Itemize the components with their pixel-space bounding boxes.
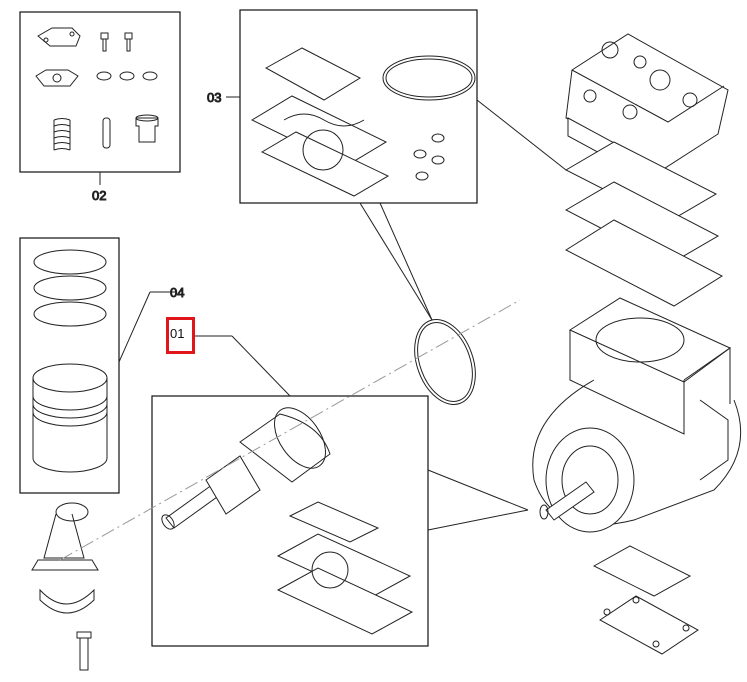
loose-o-ring[interactable] xyxy=(404,311,487,413)
kit-01-box[interactable] xyxy=(151,395,429,647)
callout-01-highlight-box[interactable] xyxy=(166,317,195,354)
leader-lines xyxy=(59,96,567,561)
cylinder-head-assembly[interactable] xyxy=(564,33,729,307)
callout-03[interactable]: 03 xyxy=(207,90,222,106)
callout-04[interactable]: 04 xyxy=(170,285,185,301)
kit-04-box[interactable] xyxy=(19,237,120,494)
compressor-body[interactable] xyxy=(532,297,742,655)
connecting-rod[interactable] xyxy=(31,502,99,671)
kit-02-box[interactable] xyxy=(19,11,181,173)
callout-01[interactable]: 01 xyxy=(170,326,185,341)
kit-03-box[interactable] xyxy=(239,9,478,204)
callout-02[interactable]: 02 xyxy=(92,188,107,204)
